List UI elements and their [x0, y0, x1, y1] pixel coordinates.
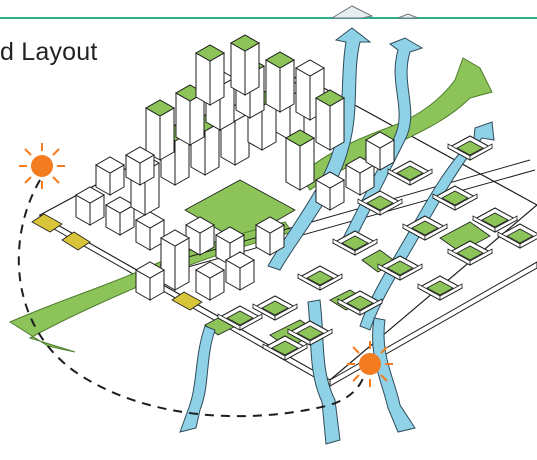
page-title: d Layout — [0, 38, 98, 66]
sun-icon — [19, 143, 65, 189]
rivers — [179, 27, 495, 445]
river-south-1 — [179, 325, 216, 433]
wind-arrow-icon — [330, 5, 419, 19]
river-south-3 — [372, 317, 416, 433]
sun-icon — [347, 341, 393, 387]
solar-panel-icon — [31, 213, 203, 311]
header-rule — [0, 17, 537, 19]
sun-path-arc — [17, 179, 366, 418]
river-east — [359, 121, 495, 331]
